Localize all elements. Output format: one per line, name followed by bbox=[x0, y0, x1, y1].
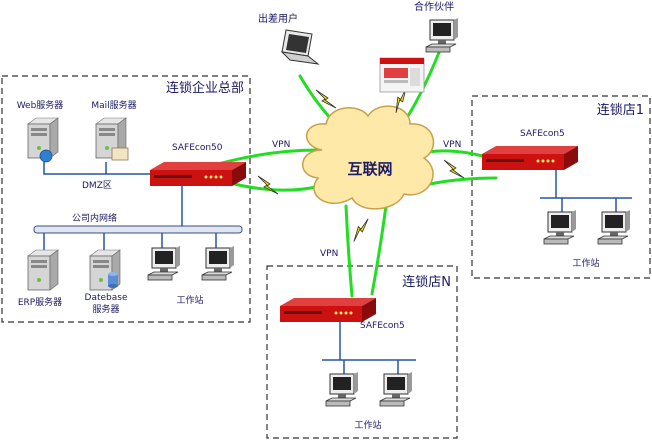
db-server-label-1: Datebase bbox=[85, 293, 128, 303]
mail-server-label: Mail服务器 bbox=[91, 99, 136, 111]
internet-label: 互联网 bbox=[347, 160, 392, 178]
traveler-label: 出差用户 bbox=[258, 12, 298, 25]
laptop-icon bbox=[281, 29, 319, 65]
workstation-icon bbox=[379, 371, 413, 407]
store1-workstation-label: 工作站 bbox=[572, 257, 599, 269]
hq-workstation-label: 工作站 bbox=[176, 294, 203, 306]
store1-zone bbox=[471, 95, 651, 279]
workstation-icon bbox=[597, 209, 631, 245]
dmz-links bbox=[43, 162, 152, 175]
store1-links bbox=[540, 170, 632, 212]
hq-device-label: SAFEcon50 bbox=[172, 143, 223, 153]
workstation-icon bbox=[543, 209, 577, 245]
workstation-icon bbox=[147, 245, 181, 281]
envelope-icon bbox=[111, 147, 129, 161]
vpn-label-hq: VPN bbox=[272, 140, 290, 150]
storeN-device-label: SAFEcon5 bbox=[360, 321, 405, 331]
db-server-label-2: 服务器 bbox=[92, 303, 119, 315]
workstation-icon bbox=[201, 245, 235, 281]
dmz-label: DMZ区 bbox=[82, 180, 112, 191]
hq-zone bbox=[1, 75, 251, 323]
tunnel-store1-top bbox=[426, 149, 492, 160]
cloud-icon bbox=[301, 105, 435, 210]
erp-server-label: ERP服务器 bbox=[18, 296, 62, 308]
lightning-icon bbox=[350, 218, 373, 242]
web-portal-icon bbox=[379, 57, 425, 93]
web-server-label: Web服务器 bbox=[17, 99, 64, 111]
lan-drops bbox=[43, 233, 217, 250]
tunnel-store1-bottom bbox=[428, 176, 498, 186]
lan-label: 公司内网络 bbox=[72, 212, 117, 224]
erp-server-icon bbox=[27, 249, 59, 291]
tunnel-storeN-left bbox=[344, 204, 354, 298]
storeN-workstation-label: 工作站 bbox=[354, 419, 381, 431]
workstation-icon bbox=[325, 371, 359, 407]
tunnel-storeN-right bbox=[370, 204, 388, 296]
tunnel-hq-top bbox=[216, 148, 320, 166]
storeN-links bbox=[322, 322, 416, 374]
router-icon bbox=[482, 146, 578, 170]
vpn-label-store1: VPN bbox=[443, 140, 461, 150]
router-icon bbox=[150, 162, 246, 186]
storeN-title: 连锁店N bbox=[402, 274, 451, 290]
workstation-icon bbox=[425, 17, 459, 53]
storeN-zone bbox=[266, 265, 458, 439]
lan-bus bbox=[33, 225, 243, 234]
partner-label: 合作伙伴 bbox=[414, 0, 454, 13]
globe-icon bbox=[39, 149, 53, 163]
store1-title: 连锁店1 bbox=[597, 102, 644, 118]
store1-device-label: SAFEcon5 bbox=[520, 129, 565, 139]
tunnel-hq-bottom bbox=[224, 180, 322, 192]
database-icon bbox=[108, 272, 118, 288]
hq-title: 连锁企业总部 bbox=[166, 80, 244, 96]
lightning-icon bbox=[443, 159, 465, 179]
router-icon bbox=[280, 298, 376, 322]
vpn-label-storeN: VPN bbox=[320, 249, 338, 259]
